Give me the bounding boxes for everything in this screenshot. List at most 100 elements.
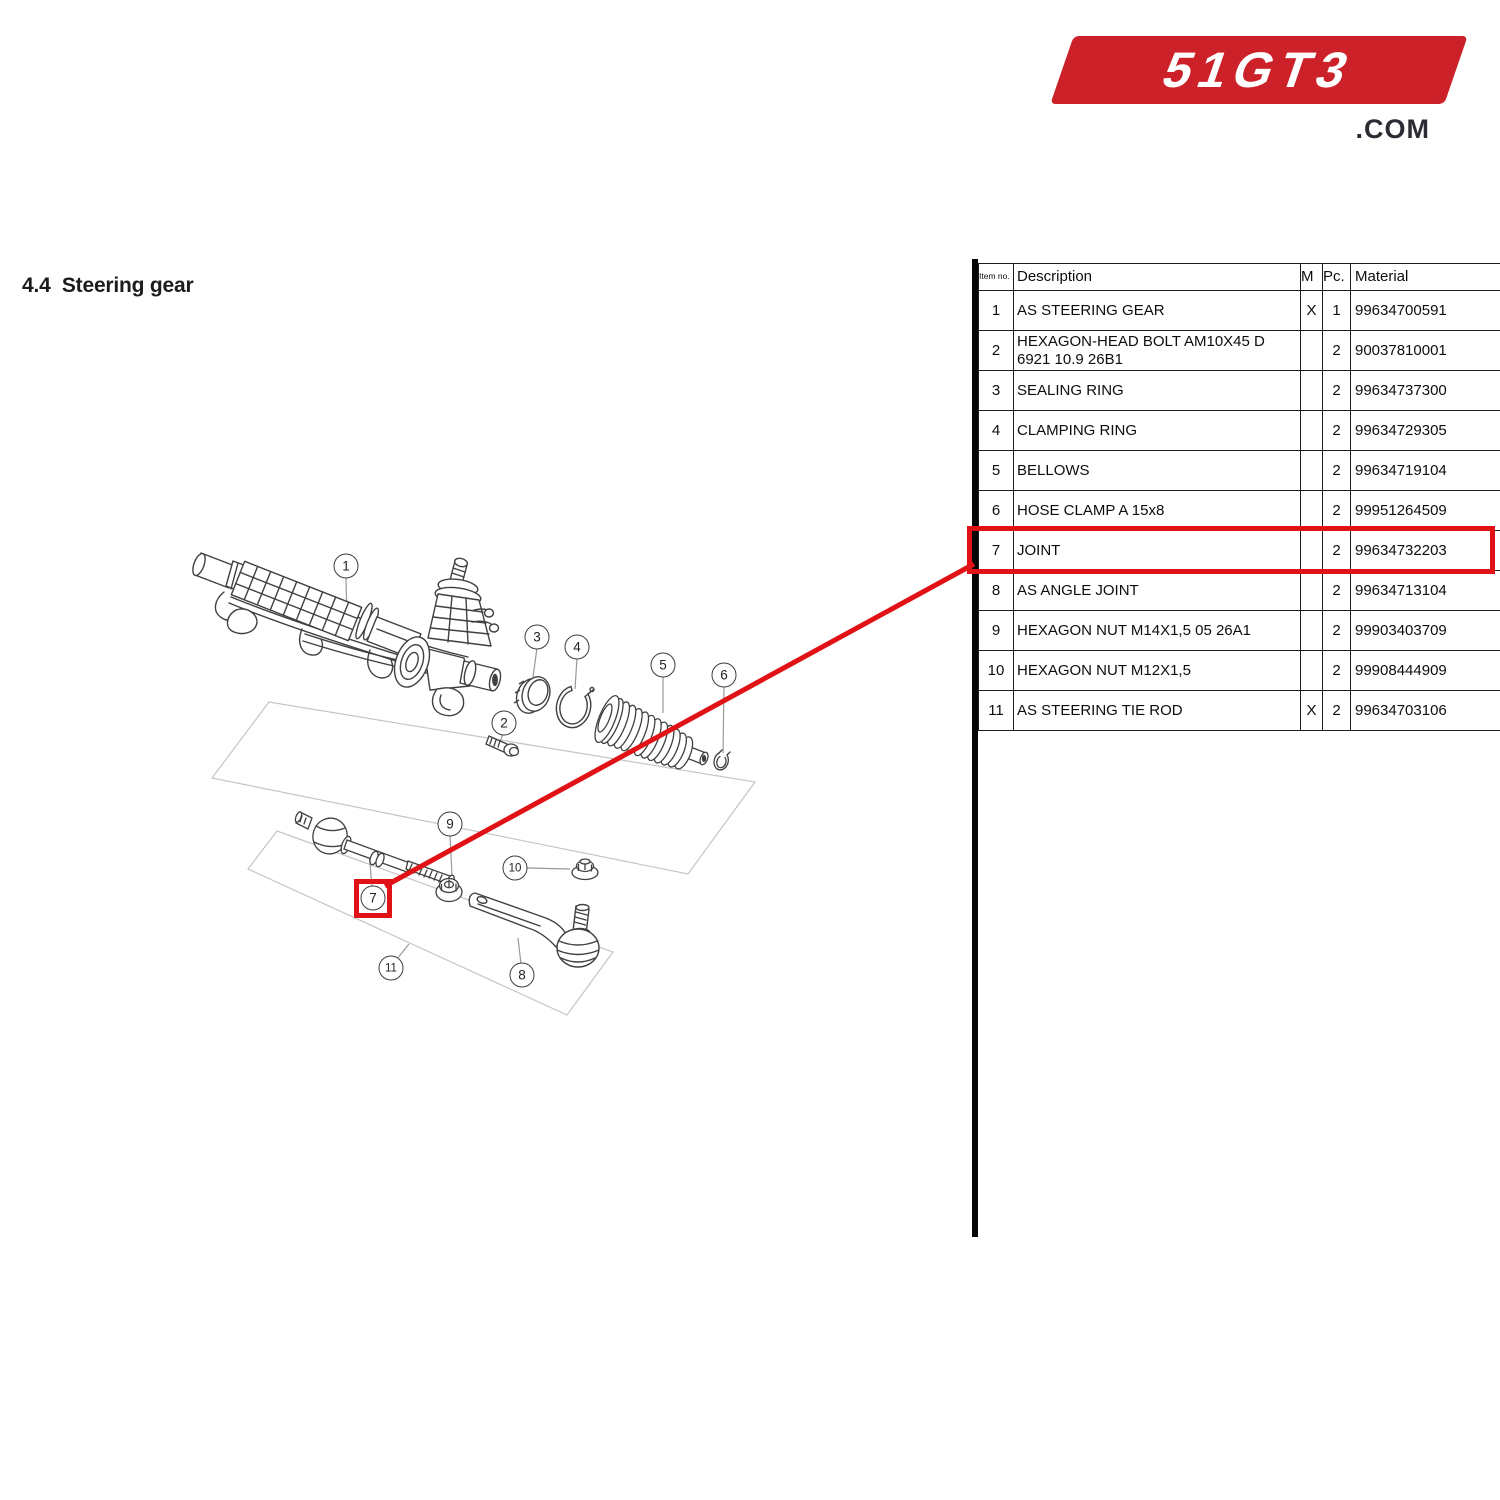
part-tie-rod-end xyxy=(468,892,600,968)
cell-item: 1 xyxy=(978,290,1014,331)
cell-desc: JOINT xyxy=(1013,530,1301,571)
cell-m xyxy=(1300,330,1323,371)
cell-item: 6 xyxy=(978,490,1014,531)
cell-mat: 99634732203 xyxy=(1350,530,1500,571)
cell-m xyxy=(1300,370,1323,411)
header-pc: Pc. xyxy=(1322,263,1351,291)
logo-tld-text: .COM xyxy=(1355,114,1430,144)
cell-m xyxy=(1300,530,1323,571)
cell-item: 9 xyxy=(978,610,1014,651)
logo-band: 51GT3 xyxy=(1050,36,1468,104)
callout-7: 7 xyxy=(360,885,386,911)
cell-desc: AS STEERING GEAR xyxy=(1013,290,1301,331)
callout-2: 2 xyxy=(491,710,517,736)
cell-mat: 99903403709 xyxy=(1350,610,1500,651)
part-nut-m14 xyxy=(435,877,463,903)
cell-item: 5 xyxy=(978,450,1014,491)
callout-3: 3 xyxy=(524,624,550,650)
cell-desc: HEXAGON-HEAD BOLT AM10X45 D 6921 10.9 26… xyxy=(1013,330,1301,371)
part-inner-tie-rod xyxy=(294,811,455,886)
cell-mat: 99634737300 xyxy=(1350,370,1500,411)
cell-mat: 99634713104 xyxy=(1350,570,1500,611)
cell-desc: SEALING RING xyxy=(1013,370,1301,411)
cell-m xyxy=(1300,450,1323,491)
cell-m: X xyxy=(1300,690,1323,731)
cell-pc: 2 xyxy=(1322,450,1351,491)
cell-pc: 2 xyxy=(1322,410,1351,451)
cell-pc: 2 xyxy=(1322,610,1351,651)
part-hose-clamp xyxy=(713,749,731,771)
cell-pc: 2 xyxy=(1322,650,1351,691)
cell-item: 7 xyxy=(978,530,1014,571)
callout-9: 9 xyxy=(437,811,463,837)
logo-brand-text: 51GT3 xyxy=(1155,42,1363,98)
callout-11: 11 xyxy=(378,955,404,981)
cell-item: 11 xyxy=(978,690,1014,731)
cell-m xyxy=(1300,490,1323,531)
cell-item: 3 xyxy=(978,370,1014,411)
cell-m xyxy=(1300,650,1323,691)
cell-desc: AS ANGLE JOINT xyxy=(1013,570,1301,611)
cell-desc: HOSE CLAMP A 15x8 xyxy=(1013,490,1301,531)
cell-item: 2 xyxy=(978,330,1014,371)
cell-mat: 99634703106 xyxy=(1350,690,1500,731)
cell-item: 10 xyxy=(978,650,1014,691)
cell-m xyxy=(1300,410,1323,451)
site-logo[interactable]: 51GT3 .COM xyxy=(1050,36,1468,148)
cell-pc: 2 xyxy=(1322,530,1351,571)
callout-1: 1 xyxy=(333,553,359,579)
cell-pc: 2 xyxy=(1322,570,1351,611)
callout-8: 8 xyxy=(509,962,535,988)
header-item-no: Item no. xyxy=(978,263,1014,291)
cell-m: X xyxy=(1300,290,1323,331)
cell-mat: 99951264509 xyxy=(1350,490,1500,531)
callout-6: 6 xyxy=(711,662,737,688)
cell-desc: HEXAGON NUT M14X1,5 05 26A1 xyxy=(1013,610,1301,651)
cell-m xyxy=(1300,570,1323,611)
cell-mat: 99908444909 xyxy=(1350,650,1500,691)
background-panels xyxy=(210,701,757,1016)
cell-pc: 1 xyxy=(1322,290,1351,331)
cell-pc: 2 xyxy=(1322,330,1351,371)
part-hexagon-bolt xyxy=(485,735,520,757)
table-header-row: Item no. Description M Pc. Material xyxy=(978,263,1500,291)
header-material: Material xyxy=(1350,263,1500,291)
cell-item: 4 xyxy=(978,410,1014,451)
callout-4: 4 xyxy=(564,634,590,660)
cell-desc: CLAMPING RING xyxy=(1013,410,1301,451)
cell-mat: 99634729305 xyxy=(1350,410,1500,451)
part-flange-nut-m12 xyxy=(571,858,599,881)
callout-5: 5 xyxy=(650,652,676,678)
page-title: 4.4 Steering gear xyxy=(22,274,194,297)
callout-10: 10 xyxy=(502,855,528,881)
cell-pc: 2 xyxy=(1322,370,1351,411)
header-m: M xyxy=(1300,263,1323,291)
cell-mat: 99634700591 xyxy=(1350,290,1500,331)
cell-m xyxy=(1300,610,1323,651)
cell-item: 8 xyxy=(978,570,1014,611)
header-description: Description xyxy=(1013,263,1301,291)
part-clamping-ring xyxy=(555,685,595,729)
part-sealing-ring xyxy=(513,676,551,714)
part-bellows xyxy=(594,694,709,770)
cell-pc: 2 xyxy=(1322,690,1351,731)
cell-pc: 2 xyxy=(1322,490,1351,531)
cell-desc: BELLOWS xyxy=(1013,450,1301,491)
cell-desc: HEXAGON NUT M12X1,5 xyxy=(1013,650,1301,691)
cell-mat: 99634719104 xyxy=(1350,450,1500,491)
cell-desc: AS STEERING TIE ROD xyxy=(1013,690,1301,731)
